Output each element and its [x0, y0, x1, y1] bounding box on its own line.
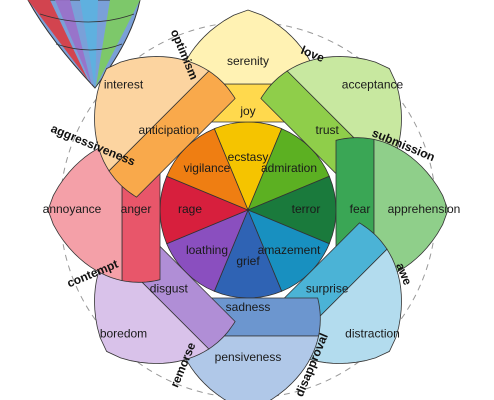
emotion-label: grief [236, 254, 260, 268]
emotion-label: joy [239, 104, 255, 118]
emotion-label: boredom [100, 327, 147, 341]
segment-annoyance [47, 138, 123, 282]
emotion-label: surprise [306, 281, 349, 295]
emotion-label: anger [121, 202, 152, 216]
petal-anticipation [94, 56, 249, 211]
segment-apprehension [373, 138, 449, 282]
emotion-label: distraction [345, 327, 400, 341]
emotion-label: serenity [227, 54, 269, 68]
emotion-label: amazement [258, 243, 321, 257]
emotion-label: fear [350, 202, 371, 216]
emotion-label: annoyance [43, 202, 102, 216]
emotion-label: rage [178, 202, 202, 216]
emotion-label: pensiveness [215, 350, 282, 364]
cone-fragment [27, 0, 141, 89]
emotion-label: trust [316, 123, 340, 137]
emotion-label: loathing [186, 243, 228, 257]
emotion-label: disgust [150, 281, 189, 295]
segment-interest [94, 56, 210, 172]
emotion-label: anticipation [138, 123, 199, 137]
segment-pensiveness [176, 335, 320, 400]
emotion-label: terror [292, 202, 321, 216]
emotion-label: sadness [226, 300, 271, 314]
emotion-label: admiration [261, 161, 317, 175]
emotion-label: ecstasy [228, 150, 269, 164]
emotion-label: vigilance [184, 161, 231, 175]
emotion-label: apprehension [388, 202, 461, 216]
emotion-label: acceptance [342, 78, 404, 92]
emotion-label: interest [104, 78, 144, 92]
